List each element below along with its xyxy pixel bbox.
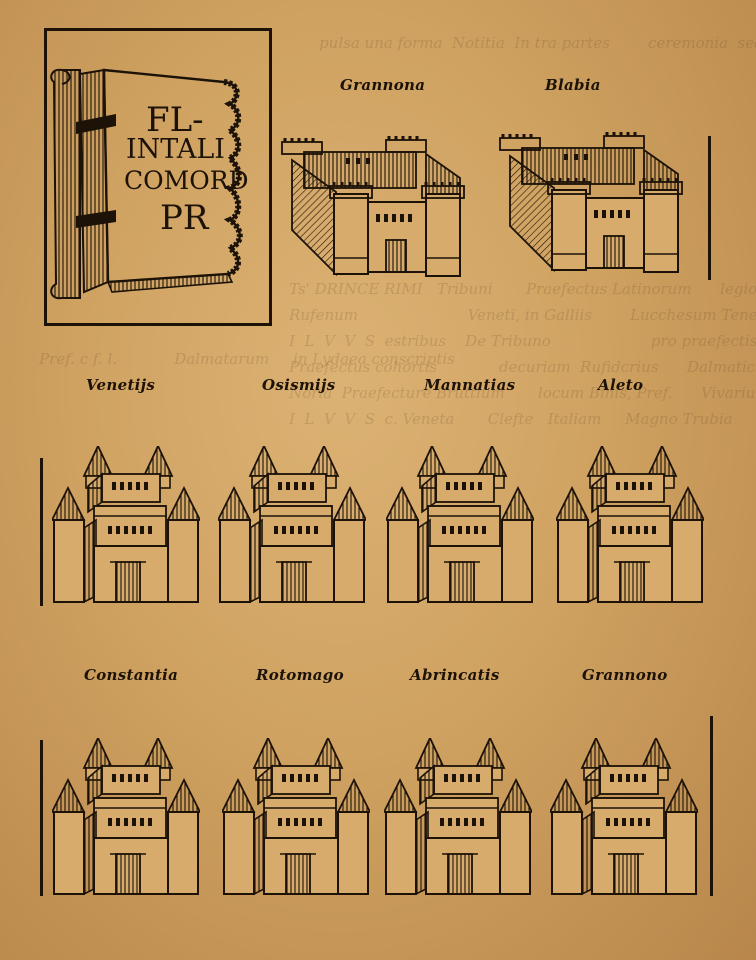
castle-illustration (554, 443, 706, 610)
walled-fortress-illustration (499, 132, 683, 273)
castle-label-aleto: Aleto (598, 376, 644, 394)
fortress-label-grannona: Grannona (340, 76, 426, 94)
margin-rule (708, 136, 711, 280)
book-inscription-line-2: INTALI (126, 134, 225, 165)
castle-label-grannono: Grannono (582, 666, 668, 684)
castle-illustration (216, 443, 368, 610)
book-inscription-line-1: FL- (146, 100, 204, 140)
margin-rule (40, 740, 43, 896)
castle-label-venetijs: Venetijs (86, 376, 156, 394)
book-emblem-frame (44, 28, 272, 326)
walled-fortress-illustration (281, 136, 465, 277)
book-inscription-line-3: COMORD (124, 166, 249, 195)
fortress-label-blabia: Blabia (545, 76, 601, 94)
castle-label-abrincatis: Abrincatis (410, 666, 500, 684)
castle-illustration (220, 735, 372, 902)
castle-illustration (384, 443, 536, 610)
book-illustration (50, 68, 243, 300)
castle-label-osismijs: Osismijs (262, 376, 336, 394)
castle-illustration (50, 443, 202, 610)
margin-rule (710, 716, 713, 896)
castle-illustration (548, 735, 700, 902)
castle-label-rotomago: Rotomago (256, 666, 344, 684)
book-inscription-line-4: PR (160, 198, 209, 238)
castle-label-constantia: Constantia (84, 666, 179, 684)
margin-rule (40, 458, 43, 606)
bleed-through-text: pulsa una forma Notitia In tra partes ce… (319, 34, 756, 52)
castle-label-mannatias: Mannatias (424, 376, 516, 394)
castle-illustration (382, 735, 534, 902)
castle-illustration (50, 735, 202, 902)
